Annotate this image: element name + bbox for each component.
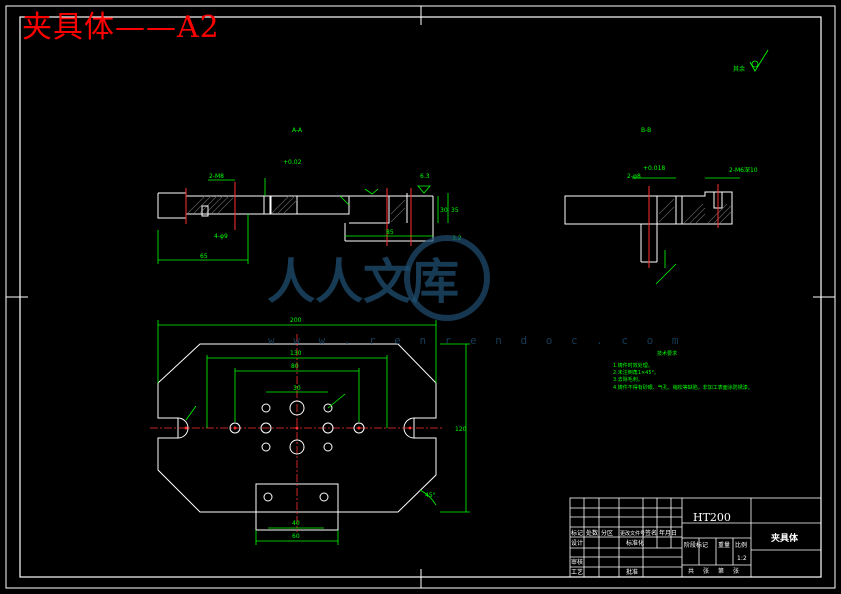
technical-notes: 技术要求 1.铸件时效处理。 2.未注倒角1×45°。 3.去除毛刺。 4.铸件… <box>613 350 753 391</box>
dim-inner-60: 60 <box>292 533 300 540</box>
dim-overall-width: 200 <box>290 317 302 324</box>
note-line: 3.去除毛刺。 <box>613 376 643 383</box>
dim-width-80: 80 <box>291 363 299 370</box>
header-cell: 签名 <box>645 529 657 537</box>
watermark-url: w w w . r e n r e n d o c . c o m <box>268 334 685 347</box>
sheet-label: 张 <box>703 567 709 575</box>
scale-label: 比例 <box>735 541 747 549</box>
dim-angle: 45° <box>425 492 436 499</box>
sheet-label: 张 <box>733 567 739 575</box>
dim-thick-35: 35 <box>451 207 459 214</box>
dim-hole-spec-2: 2-M6深10 <box>729 166 758 174</box>
section-b-label: B-B <box>641 127 651 134</box>
header-cell: 处数 <box>586 529 598 537</box>
std-label: 标准化 <box>626 539 644 547</box>
weight-label: 重量 <box>718 541 730 549</box>
dim-hole-spec-1: 2-M8 <box>209 173 224 180</box>
stage-label: 阶段标记 <box>684 541 708 549</box>
dim-height-120: 120 <box>455 426 467 433</box>
approve-label: 批准 <box>626 568 638 576</box>
section-b-view: B-B +0.018 2-M6深10 2-φ8 <box>564 127 758 285</box>
dim-depth-85: 85 <box>386 229 394 236</box>
scale-value: 1:2 <box>737 555 747 562</box>
header-cell: 标记 <box>571 529 583 537</box>
sheet-label: 共 <box>688 567 694 575</box>
dim-hole-spec-3: 4-φ9 <box>214 233 228 240</box>
dim-pcd: 30 <box>293 385 301 392</box>
roughness-symbol: 其余 <box>733 49 769 73</box>
plan-view: 200 130 80 30 120 40 60 45° <box>150 317 470 545</box>
roughness-remark: 其余 <box>733 65 745 73</box>
note-line: 2.未注倒角1×45°。 <box>613 369 659 376</box>
dim-inner-40: 40 <box>292 520 300 527</box>
row-label-design: 设计 <box>571 539 583 547</box>
note-line: 4.铸件不得有砂眼、气孔、缩松等缺陷，非加工表面涂防锈漆。 <box>613 384 753 391</box>
header-cell: 分区 <box>601 529 613 537</box>
dim-hole-spec-4: 2-φ8 <box>627 173 641 180</box>
dim-roughness-6-3: 6.3 <box>420 173 430 180</box>
header-cell: 更改文件号 <box>620 530 645 537</box>
row-label-review: 审核 <box>571 558 583 566</box>
row-label-process: 工艺 <box>571 568 583 576</box>
header-cell: 年月日 <box>659 529 677 537</box>
dim-thick-30: 30 <box>440 207 448 214</box>
dim-width-130: 130 <box>290 350 302 357</box>
section-a-label: A-A <box>292 127 303 134</box>
note-line: 1.铸件时效处理。 <box>613 362 653 369</box>
material-label: HT200 <box>693 511 731 524</box>
centering-marks <box>6 6 835 588</box>
drawing-title-banner: 夹具体——A2 <box>22 10 220 45</box>
part-name: 夹具体 <box>771 532 799 544</box>
watermark-text: 人人文库 <box>267 254 459 310</box>
sheet-label: 第 <box>718 567 724 575</box>
dim-tol-2: +0.018 <box>643 165 665 172</box>
notes-heading: 技术要求 <box>657 350 677 357</box>
dim-tol-1: +0.02 <box>283 159 302 166</box>
section-a-view: A-A <box>157 127 462 264</box>
dim-depth-65: 65 <box>200 253 208 260</box>
title-block <box>569 497 822 578</box>
watermark: 人人文库 w w w . r e n r e n d o c . c o m <box>267 235 685 347</box>
